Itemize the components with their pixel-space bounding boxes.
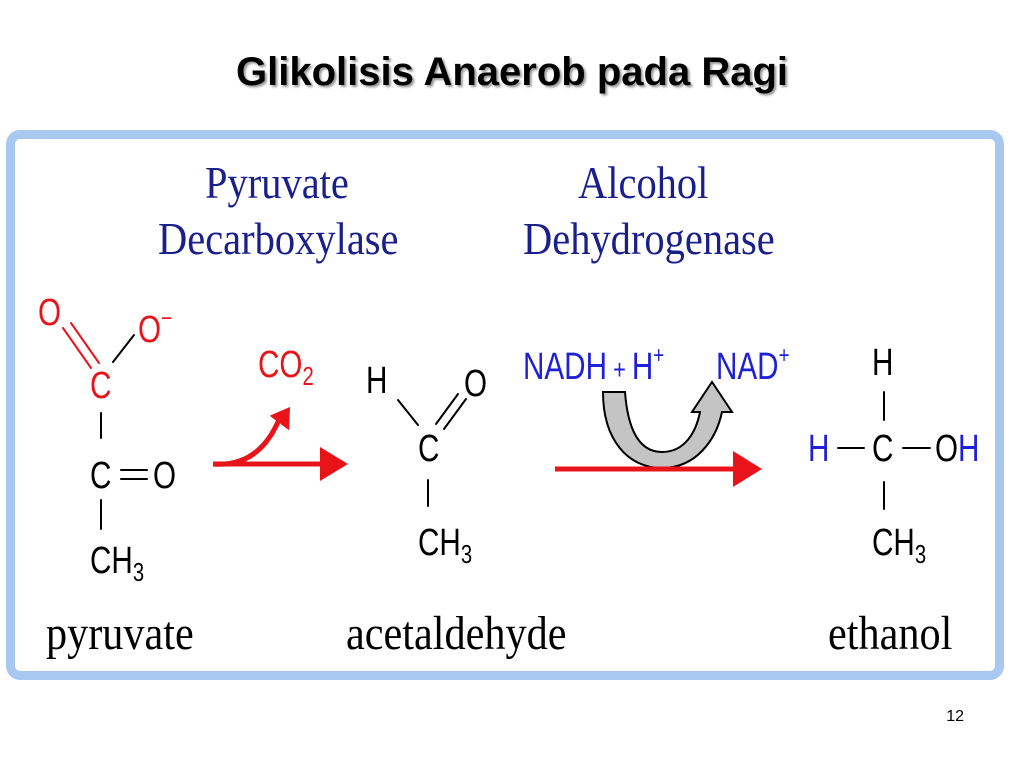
pyruvate-bonds <box>62 322 148 530</box>
pyruvate-carboxyl-c: C <box>90 365 112 407</box>
acetaldehyde-c: C <box>418 428 440 470</box>
pyruvate-name: pyruvate <box>46 607 194 660</box>
ethanol-h-left: H <box>808 428 830 470</box>
slide-title: Glikolisis Anaerob pada Ragi <box>236 50 788 94</box>
ethanol-c: C <box>872 428 894 470</box>
reduction-arrow <box>555 451 762 487</box>
enzyme2-line2: Dehydrogenase <box>523 213 775 264</box>
enzyme2-line1: Alcohol <box>578 157 709 208</box>
pyruvate-keto-o: O <box>153 455 177 497</box>
acetaldehyde-o: O <box>464 363 488 405</box>
pyruvate-o-double: O <box>38 292 62 334</box>
acetaldehyde-name: acetaldehyde <box>346 607 567 660</box>
pyruvate-methyl: CH3 <box>90 540 145 587</box>
acetaldehyde-h: H <box>366 360 388 402</box>
pyruvate-keto-c: C <box>90 455 112 497</box>
enzyme1-line2: Decarboxylase <box>158 213 399 264</box>
ethanol-methyl: CH3 <box>872 522 927 569</box>
ethanol-h-top: H <box>872 342 894 384</box>
diagram-panel <box>6 130 1004 680</box>
decarboxylation-arrow <box>212 406 348 481</box>
acetaldehyde-bonds <box>397 393 467 507</box>
acetaldehyde-methyl: CH3 <box>418 522 473 569</box>
co2-label: CO2 <box>258 344 314 391</box>
nadh-curved-arrow <box>601 380 734 470</box>
pyruvate-o-minus: O− <box>138 305 172 351</box>
nad-label: NAD+ <box>716 342 790 388</box>
ethanol-hydroxyl: OH <box>935 428 980 470</box>
page-number: 12 <box>946 708 964 725</box>
ethanol-bonds <box>837 391 931 510</box>
enzyme1-line1: Pyruvate <box>205 157 349 208</box>
ethanol-name: ethanol <box>828 607 953 660</box>
nadh-label: NADH + H+ <box>523 342 665 388</box>
